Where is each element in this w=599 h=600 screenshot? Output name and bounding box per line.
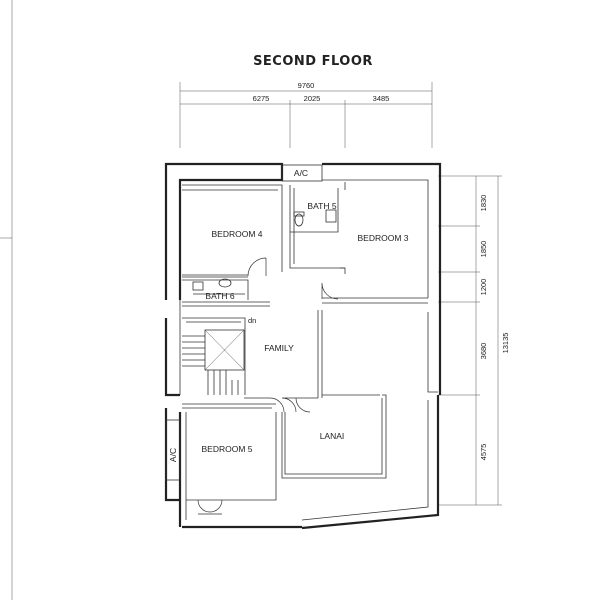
dim-height-seg-4: 3680	[479, 343, 488, 360]
label-family: FAMILY	[264, 343, 294, 353]
family-partitions	[182, 310, 323, 501]
dim-height-seg-3: 1200	[479, 279, 488, 296]
label-bedroom-5: BEDROOM 5	[201, 444, 252, 454]
family-sliding-door	[281, 397, 318, 413]
dim-height-seg-5: 4575	[479, 444, 488, 461]
label-bath-5: BATH 5	[307, 201, 336, 211]
right-dimensions: 1830 1850 1200 3680 4575 13135	[438, 175, 510, 506]
bath-6-walls	[182, 278, 270, 307]
dim-width-seg-3: 3485	[373, 94, 390, 103]
label-ac-top: A/C	[294, 168, 308, 178]
stair-dn-label: dn	[248, 316, 256, 325]
label-lanai: LANAI	[320, 431, 345, 441]
dim-width-seg-1: 6275	[253, 94, 270, 103]
bath-5-walls	[289, 185, 345, 269]
toilet-bath-5	[294, 213, 304, 227]
ac-unit-top	[281, 164, 323, 182]
toilet-bath-6	[218, 278, 232, 288]
ac-unit-left	[165, 419, 181, 481]
staircase: dn	[182, 316, 256, 395]
dim-height-seg-2: 1850	[479, 241, 488, 258]
lanai-walls	[281, 394, 387, 479]
top-dimensions: 9760 6275 2025 3485	[179, 81, 433, 148]
bedroom-3-door	[321, 282, 339, 300]
dim-height-seg-1: 1830	[479, 195, 488, 212]
dim-overall-height: 13135	[501, 333, 510, 354]
label-ac-left: A/C	[168, 448, 178, 462]
bedroom-5-door	[269, 397, 285, 413]
label-bath-6: BATH 6	[205, 291, 234, 301]
dim-overall-width: 9760	[298, 81, 315, 90]
label-bedroom-4: BEDROOM 4	[211, 229, 262, 239]
bedroom-4-door	[247, 257, 267, 277]
label-bedroom-3: BEDROOM 3	[357, 233, 408, 243]
plan-title: SECOND FLOOR	[253, 54, 373, 69]
bedroom-4-walls	[182, 184, 283, 278]
dim-width-seg-2: 2025	[304, 94, 321, 103]
bedroom-5-bottom-door	[197, 499, 223, 515]
bedroom-3-walls	[321, 182, 428, 304]
